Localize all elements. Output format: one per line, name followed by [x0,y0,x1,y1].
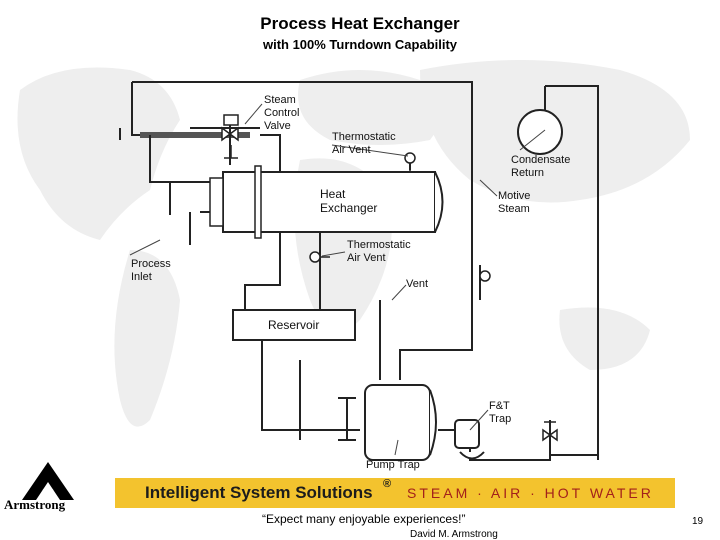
leader-lines [129,103,546,456]
label-condensate-return: Condensate Return [511,154,571,179]
reservoir [232,309,356,341]
label-pump-trap: Pump Trap [366,459,420,471]
armstrong-logo-icon [22,462,74,500]
label-steam-control-valve: Steam Control Valve [264,94,300,132]
label-thermostatic-air-vent-top: Thermostatic Air Vent [332,131,396,156]
thermostatic-air-vent-mid [309,251,330,263]
brand-wordmark: Armstrong [4,497,66,512]
diagram-subtitle: with 100% Turndown Capability [262,37,458,52]
label-heat-exchanger: Heat Exchanger [320,187,378,215]
condensate-return-tank [517,109,563,155]
label-reservoir: Reservoir [268,318,320,332]
label-process-inlet: Process Inlet [131,258,171,283]
footer-author: David M. Armstrong [410,529,498,540]
piping [119,81,599,461]
footer-quote: “Expect many enjoyable experiences!” [262,512,466,526]
page-number: 19 [692,516,704,527]
banner: Intelligent System Solutions ® STEAM · A… [115,478,675,508]
heat-exchanger [209,165,444,239]
ft-trap [454,419,485,460]
return-valve [542,421,558,442]
pressure-gauge [479,270,491,282]
banner-tagline: STEAM · AIR · HOT WATER [407,485,654,501]
label-ft-trap: F&T Trap [489,400,512,425]
pump-trap [338,384,437,461]
label-motive-steam: Motive Steam [498,190,531,215]
banner-title: Intelligent System Solutions [145,483,373,502]
diagram-title: Process Heat Exchanger [260,14,460,33]
label-vent: Vent [406,278,429,290]
label-thermostatic-air-vent-mid: Thermostatic Air Vent [347,239,411,264]
banner-registered-mark: ® [383,478,392,490]
steam-control-valve [221,114,239,159]
